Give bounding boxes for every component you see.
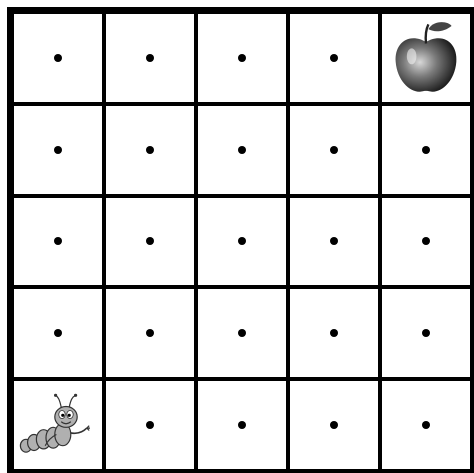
dot-marker: [422, 329, 430, 337]
dot-marker: [146, 421, 154, 429]
grid-cell-r5-c5[interactable]: [382, 381, 474, 473]
dot-marker: [422, 421, 430, 429]
grid-cell-r1-c1[interactable]: [14, 14, 106, 106]
dot-marker: [330, 237, 338, 245]
grid-cell-r5-c2[interactable]: [106, 381, 198, 473]
dot-marker: [54, 146, 62, 154]
grid-cell-r4-c2[interactable]: [106, 289, 198, 381]
game-board: [7, 7, 474, 473]
dot-marker: [238, 146, 246, 154]
grid-cell-r4-c1[interactable]: [14, 289, 106, 381]
worm-icon: [18, 385, 98, 465]
dot-marker: [146, 146, 154, 154]
grid-cell-r4-c4[interactable]: [290, 289, 382, 381]
dot-marker: [146, 54, 154, 62]
grid-cell-r3-c1[interactable]: [14, 198, 106, 290]
grid-cell-r3-c5[interactable]: [382, 198, 474, 290]
dot-marker: [330, 329, 338, 337]
apple-icon: [386, 18, 466, 98]
grid-cell-r4-c5[interactable]: [382, 289, 474, 381]
dot-marker: [146, 237, 154, 245]
dot-marker: [54, 237, 62, 245]
dot-marker: [422, 146, 430, 154]
dot-marker: [238, 329, 246, 337]
dot-marker: [330, 146, 338, 154]
grid-cell-r3-c4[interactable]: [290, 198, 382, 290]
dot-marker: [54, 329, 62, 337]
dot-marker: [238, 237, 246, 245]
grid-cell-r3-c2[interactable]: [106, 198, 198, 290]
grid-cell-r2-c2[interactable]: [106, 106, 198, 198]
dot-marker: [54, 54, 62, 62]
dot-marker: [330, 54, 338, 62]
grid-cell-r5-c4[interactable]: [290, 381, 382, 473]
dot-marker: [146, 329, 154, 337]
grid-cell-r2-c1[interactable]: [14, 106, 106, 198]
grid-cell-r3-c3[interactable]: [198, 198, 290, 290]
dot-marker: [238, 54, 246, 62]
grid-cell-r1-c2[interactable]: [106, 14, 198, 106]
grid-cell-r1-c5[interactable]: [382, 14, 474, 106]
dot-marker: [330, 421, 338, 429]
grid-cell-r2-c3[interactable]: [198, 106, 290, 198]
dot-marker: [422, 237, 430, 245]
grid-cell-r4-c3[interactable]: [198, 289, 290, 381]
grid-cell-r5-c1[interactable]: [14, 381, 106, 473]
apple-piece: [386, 18, 466, 98]
grid-cell-r1-c4[interactable]: [290, 14, 382, 106]
grid-cell-r1-c3[interactable]: [198, 14, 290, 106]
grid-cell-r2-c5[interactable]: [382, 106, 474, 198]
grid-cell-r5-c3[interactable]: [198, 381, 290, 473]
dot-marker: [238, 421, 246, 429]
worm-piece: [18, 385, 98, 465]
grid-cell-r2-c4[interactable]: [290, 106, 382, 198]
